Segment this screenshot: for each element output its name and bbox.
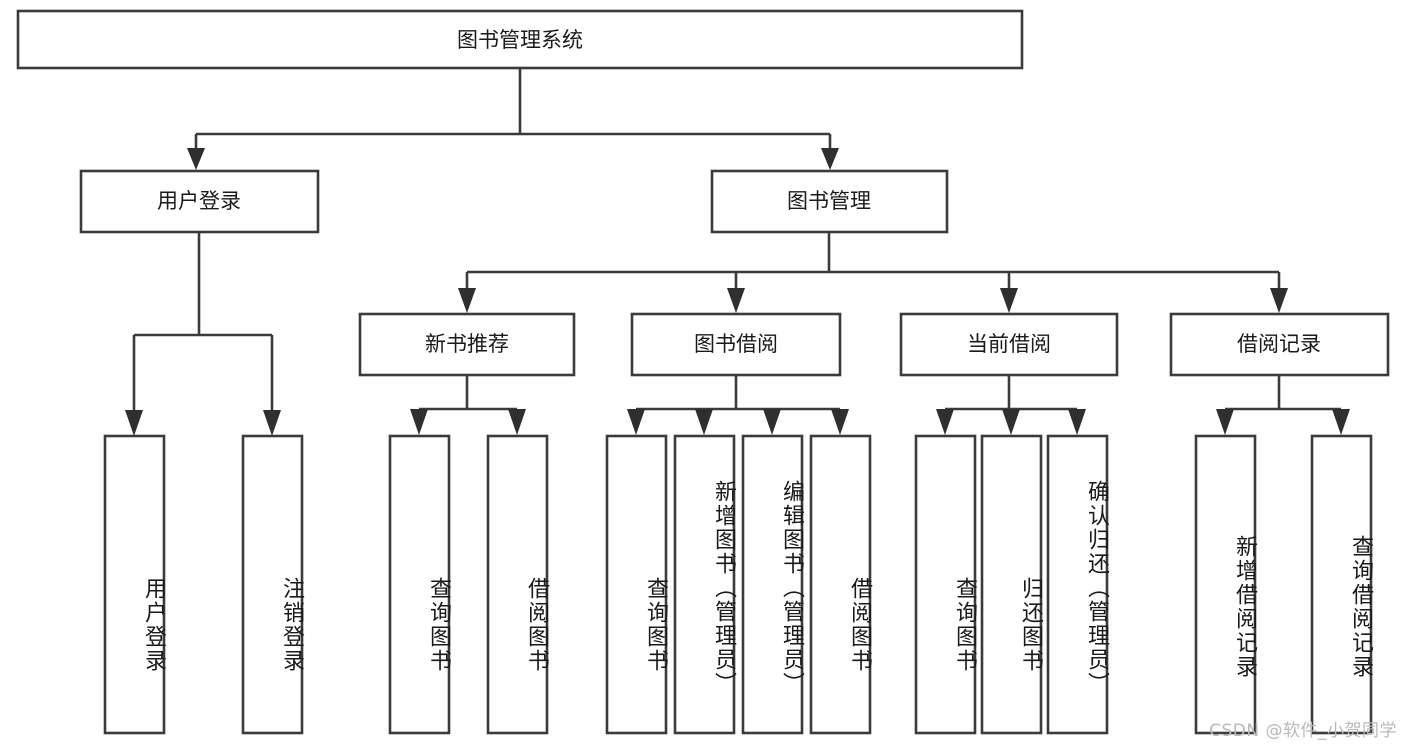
arrowhead-leaf-query-book-2 [627, 409, 645, 435]
arrowhead-book-management [821, 148, 839, 170]
leaf-box-query-book-3[interactable] [914, 434, 977, 735]
node-book-management-label: 图书管理 [787, 189, 871, 213]
leaf-box-query-book-1[interactable] [388, 434, 451, 735]
csdn-watermark: CSDN @软件_小贺同学 [1209, 721, 1397, 741]
arrowhead-leaf-borrow-book-2 [831, 409, 849, 435]
arrowhead-current-borrow [1000, 288, 1018, 313]
node-root-book-management-system[interactable] [16, 9, 1024, 70]
leaf-box-user-login[interactable] [103, 434, 166, 735]
node-current-borrow[interactable] [899, 312, 1119, 377]
leaf-box-edit-book-admin[interactable] [741, 434, 804, 735]
leaf-box-borrow-book-2[interactable] [809, 434, 872, 735]
arrowhead-borrow-record [1270, 288, 1288, 313]
node-user-login-label: 用户登录 [157, 189, 241, 213]
node-borrow-record[interactable] [1169, 312, 1390, 377]
leaf-box-add-borrow-record[interactable] [1194, 434, 1257, 735]
arrowhead-leaf-user-login [125, 410, 143, 436]
node-new-book-recommend[interactable] [358, 312, 576, 377]
arrowhead-leaf-confirm-return-admin [1068, 409, 1086, 435]
leaf-box-query-book-2[interactable] [605, 434, 668, 735]
arrowhead-leaf-query-book-3 [936, 409, 954, 435]
leaf-box-query-borrow-record[interactable] [1310, 434, 1373, 735]
arrowhead-leaf-logout-login [263, 410, 281, 436]
node-book-management[interactable] [710, 169, 949, 234]
leaf-box-add-book-admin[interactable] [673, 434, 736, 735]
node-book-borrow[interactable] [630, 312, 842, 377]
node-new-book-recommend-label: 新书推荐 [425, 332, 509, 356]
node-current-borrow-label: 当前借阅 [967, 332, 1051, 356]
leaf-box-return-book[interactable] [980, 434, 1043, 735]
arrowhead-user-login [187, 148, 205, 170]
arrowhead-leaf-edit-book-admin [763, 409, 781, 435]
arrowhead-leaf-add-borrow-record [1216, 409, 1234, 435]
node-borrow-record-label: 借阅记录 [1237, 332, 1321, 356]
leaf-box-confirm-return-admin[interactable] [1046, 434, 1109, 735]
arrowhead-leaf-borrow-book-1 [508, 409, 526, 435]
arrowhead-book-borrow [727, 288, 745, 313]
node-root-label: 图书管理系统 [457, 28, 583, 52]
leaf-box-borrow-book-1[interactable] [486, 434, 549, 735]
arrowhead-leaf-query-book-1 [410, 409, 428, 435]
arrowhead-new-book-recommend [458, 288, 476, 313]
leaf-box-logout-login[interactable] [241, 434, 304, 735]
arrowhead-leaf-add-book-admin [695, 409, 713, 435]
arrowhead-leaf-return-book [1002, 409, 1020, 435]
arrowhead-leaf-query-borrow-record [1332, 409, 1350, 435]
node-book-borrow-label: 图书借阅 [694, 332, 778, 356]
